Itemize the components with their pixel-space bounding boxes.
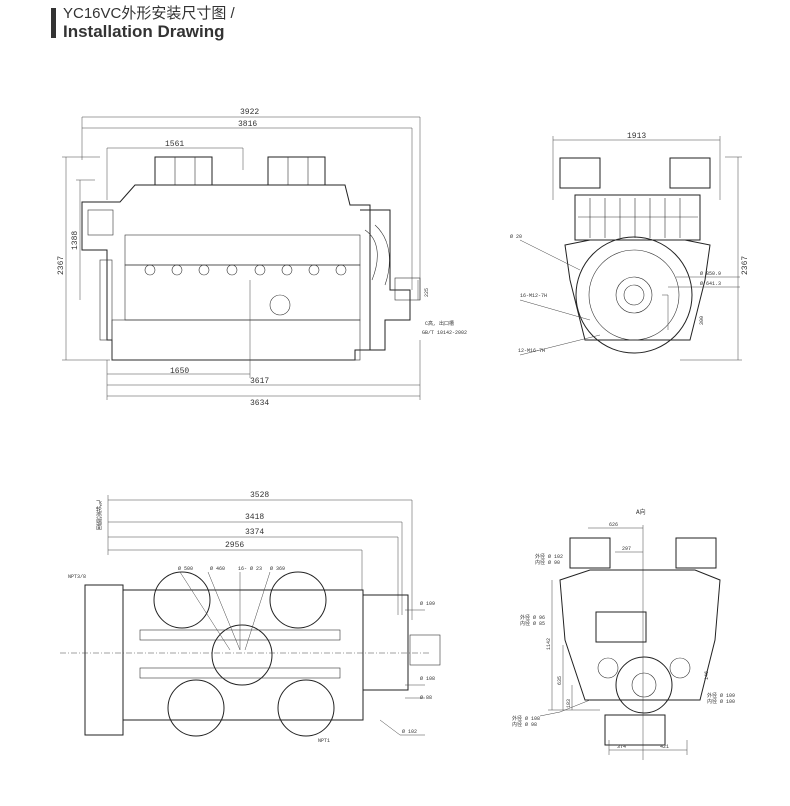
- port3-id: 内径 Ø 98: [512, 721, 537, 728]
- dim-225: 225: [424, 288, 430, 297]
- dim-421: 421: [660, 744, 669, 750]
- front-view: 1913 2367 Ø 850.9 Ø 641.3 300 Ø 20 16-M1…: [510, 132, 750, 361]
- port2-id: 内径 Ø 85: [520, 620, 545, 627]
- side-view: 3922 3816 1561 2367 1388 225 C高, 出口槽 GB/…: [57, 108, 467, 408]
- dim-3634: 3634: [250, 399, 269, 408]
- dim-3528: 3528: [250, 491, 269, 500]
- dim-626: 626: [609, 522, 618, 528]
- port3-od: 外径 Ø 108: [512, 715, 540, 722]
- flywheel-face-label: 飞轮壳端面: [95, 500, 102, 531]
- page-title-en: Installation Drawing: [63, 22, 225, 41]
- top-view: 飞轮壳端面 3528 3418 3374 2956 Ø 500 Ø 460 16…: [60, 491, 441, 744]
- port1-id: 内径 Ø 90: [535, 559, 560, 566]
- dim-3374: 3374: [245, 528, 264, 537]
- dim-3617: 3617: [250, 377, 269, 386]
- dim-2956: 2956: [225, 541, 244, 550]
- flange-label: C高, 出口槽: [425, 320, 454, 327]
- dim-374: 374: [617, 744, 626, 750]
- dim-3816: 3816: [238, 120, 257, 129]
- dim-1913: 1913: [627, 132, 646, 141]
- label-m12: 16-M12-7H: [520, 293, 547, 299]
- view-a-label: A向: [636, 508, 646, 516]
- dim-1561: 1561: [165, 140, 184, 149]
- dim-1650: 1650: [170, 367, 189, 376]
- dim-d108: Ø 108: [420, 675, 435, 682]
- dim-297: 297: [622, 546, 631, 552]
- port1-od: 外径 Ø 102: [535, 553, 563, 560]
- dim-146: 146: [704, 671, 710, 680]
- label-d20: Ø 20: [510, 233, 522, 240]
- dim-d850: Ø 850.9: [700, 270, 721, 277]
- dim-183: 183: [566, 699, 572, 708]
- dim-d500: Ø 500: [178, 565, 193, 572]
- dim-3418: 3418: [245, 513, 264, 522]
- port2-od: 外径 Ø 96: [520, 614, 545, 621]
- standard-label: GB/T 10142-2002: [422, 330, 467, 336]
- port4-id: 内径 Ø 100: [707, 698, 735, 705]
- dim-d88: Ø 88: [420, 694, 432, 701]
- dim-d460: Ø 460: [210, 565, 225, 572]
- dim-1142: 1142: [546, 638, 552, 650]
- dim-d109: Ø 109: [420, 600, 435, 607]
- dim-d102: Ø 102: [402, 728, 417, 735]
- title-accent-bar: [51, 8, 56, 38]
- dim-635: 635: [557, 676, 563, 685]
- dim-2367-front: 2367: [741, 256, 750, 275]
- dim-1388: 1388: [71, 231, 80, 250]
- dim-holes: 16- Ø 23: [238, 565, 262, 572]
- label-m16: 12-M16-7H: [518, 348, 545, 354]
- dim-d641: Ø 641.3: [700, 280, 721, 287]
- dim-2367: 2367: [57, 256, 66, 275]
- label-npt1: NPT1: [318, 738, 330, 744]
- dim-300: 300: [699, 316, 705, 325]
- end-view: A向 626 297 1142 635 183 146 374 421 外径 Ø…: [512, 508, 735, 760]
- dim-d369: Ø 369: [270, 565, 285, 572]
- dim-3922: 3922: [240, 108, 259, 117]
- port4-od: 外径 Ø 109: [707, 692, 735, 699]
- page-title-cn: YC16VC外形安装尺寸图 /: [63, 5, 235, 22]
- label-npt38: NPT3/8: [68, 574, 86, 580]
